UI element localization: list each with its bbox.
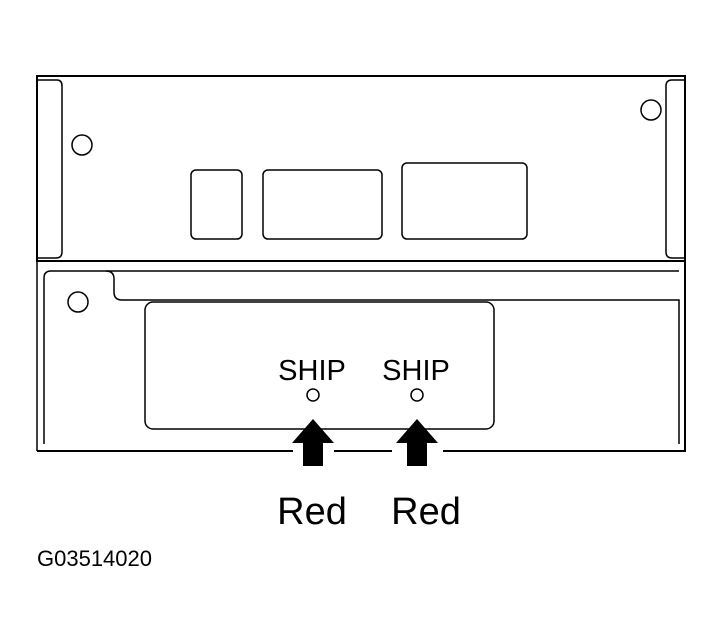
ship-label-right: SHIP	[382, 355, 450, 387]
upper-right-screw-hole	[640, 99, 662, 121]
lower-left-screw-hole	[67, 291, 89, 313]
arrows	[292, 419, 438, 466]
upper-left-screw-hole	[71, 134, 93, 156]
ship-label-left: SHIP	[278, 355, 346, 387]
upper-slot-medium	[262, 169, 383, 240]
ship-terminals: SHIP SHIP	[278, 355, 450, 402]
upper-housing-outline	[36, 75, 686, 262]
wire-color-label-left: Red	[277, 491, 347, 533]
upper-slot-large	[401, 162, 528, 240]
upper-left-flange	[37, 79, 63, 259]
ship-terminal-left	[306, 388, 320, 402]
upper-slot-small	[190, 169, 243, 240]
upper-right-flange	[665, 79, 685, 259]
lower-inner-frame	[43, 270, 680, 444]
arrow-up-icon	[396, 419, 438, 466]
lower-housing	[36, 260, 686, 452]
ship-terminal-right	[410, 388, 424, 402]
upper-housing	[36, 75, 686, 262]
arrow-up-icon	[292, 419, 334, 466]
wire-color-label-right: Red	[391, 491, 461, 533]
lower-housing-outline	[37, 260, 686, 452]
figure-id: G03514020	[37, 546, 152, 571]
